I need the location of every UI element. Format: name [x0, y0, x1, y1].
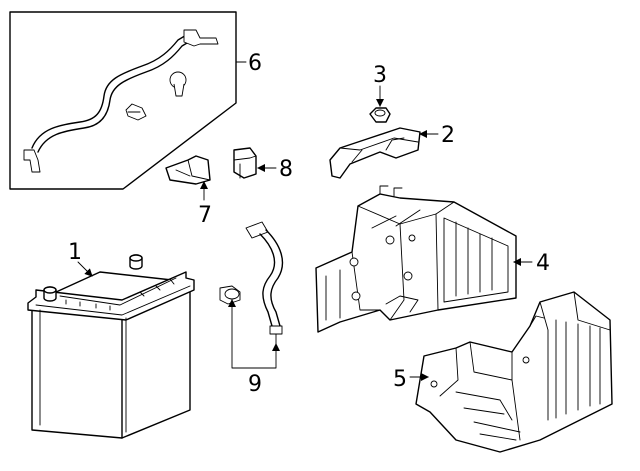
callout-1: 1	[68, 240, 82, 265]
battery-tray-part-4	[315, 185, 517, 333]
nut-part-3	[369, 107, 391, 123]
battery-cable-part-6	[23, 29, 219, 173]
callout-5: 5	[393, 367, 407, 392]
bracket-part-8	[233, 147, 257, 179]
negative-cable-part-9	[219, 221, 284, 345]
callout-3: 3	[373, 63, 387, 88]
callout-8: 8	[279, 157, 293, 182]
battery-hold-down-part-2	[329, 127, 421, 179]
battery-part-1	[27, 254, 195, 439]
tray-support-part-5	[415, 291, 613, 453]
callout-7: 7	[198, 203, 212, 228]
leader-lines	[77, 61, 533, 381]
cable-inset-box	[9, 11, 237, 190]
callout-4: 4	[536, 251, 550, 276]
clip-part-7	[165, 155, 211, 185]
callout-9: 9	[248, 372, 262, 397]
callout-6: 6	[248, 51, 262, 76]
callout-2: 2	[441, 123, 455, 148]
